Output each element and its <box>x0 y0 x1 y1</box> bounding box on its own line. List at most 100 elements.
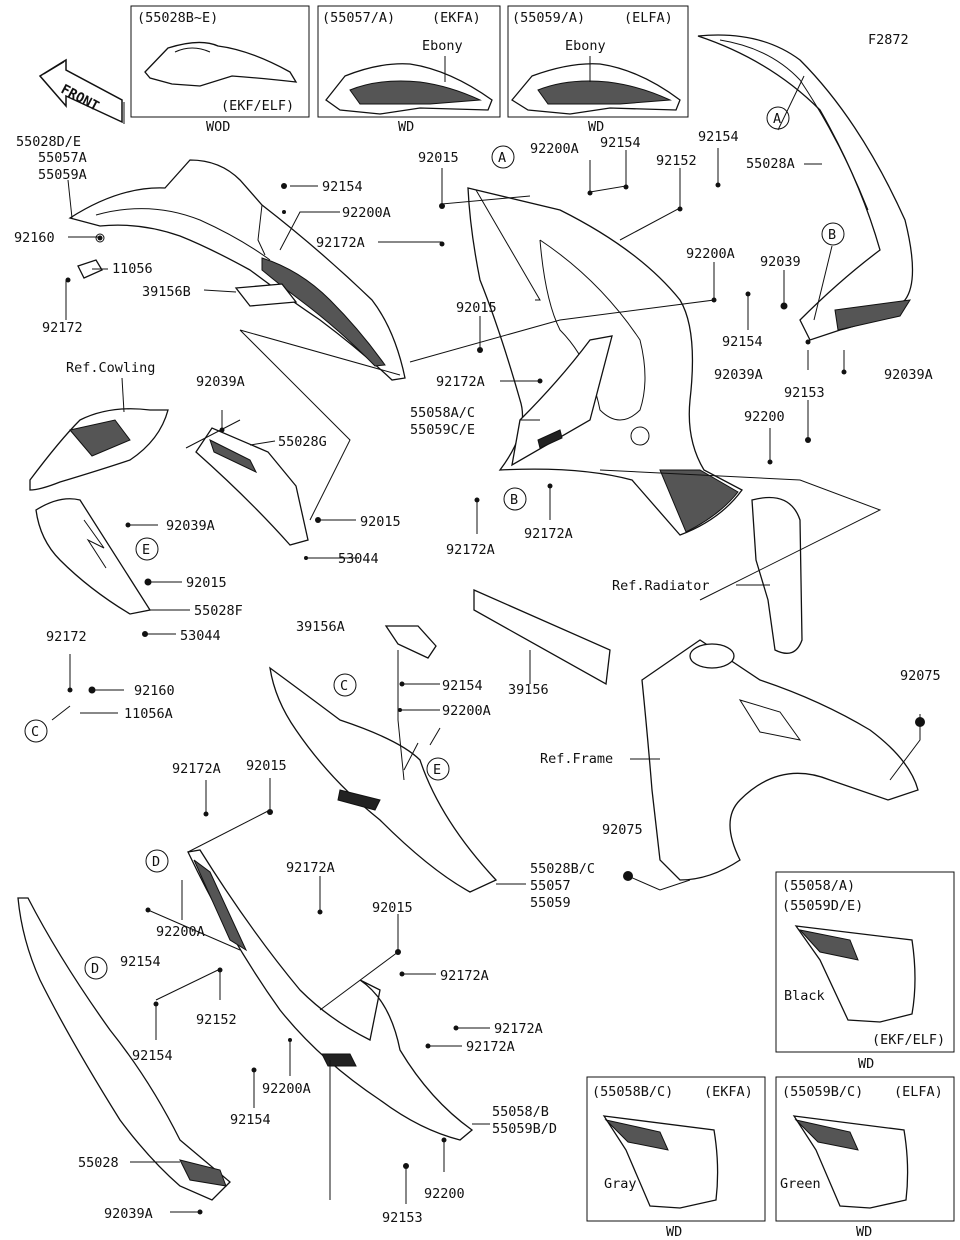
seal-strip-39156 <box>473 589 611 686</box>
part-number: 92200 <box>744 409 785 425</box>
part-number: 92015 <box>246 758 287 774</box>
seal-39156a <box>384 625 437 659</box>
part-number: 92160 <box>14 230 55 246</box>
callout-e-2: E <box>426 757 450 781</box>
part-number: 92172A <box>286 860 335 876</box>
part-number: 92200A <box>262 1081 311 1097</box>
part-number: 55059B/D <box>492 1121 557 1137</box>
svg-text:C: C <box>340 678 348 694</box>
part-number: 92153 <box>784 385 825 401</box>
leader-lines <box>51 75 921 1213</box>
part-number: 92160 <box>134 683 175 699</box>
seal-39156b <box>234 283 298 307</box>
callout-b-2: B <box>503 487 527 511</box>
variant-model: (EKFA) <box>704 1084 753 1100</box>
part-number: 55028A <box>746 156 795 172</box>
part-number: 92172A <box>172 761 221 777</box>
part-number: 92172A <box>446 542 495 558</box>
variant-codes: (55059/A) <box>512 10 585 26</box>
middle-cowl-part <box>467 187 743 536</box>
variant-codes: (55057/A) <box>322 10 395 26</box>
part-number: 92154 <box>600 135 641 151</box>
part-number: 55059A <box>38 167 87 183</box>
variant-box-ekfa: (55057/A) (EKFA) Ebony WD <box>317 5 501 135</box>
fastener-dots <box>65 182 925 1215</box>
part-number: 92075 <box>602 822 643 838</box>
part-number: 92200A <box>342 205 391 221</box>
part-number: 11056 <box>112 261 153 277</box>
svg-text:B: B <box>828 227 836 243</box>
callout-b-1: B <box>821 222 845 246</box>
part-number: 55058/B <box>492 1104 549 1120</box>
svg-text:E: E <box>433 762 441 778</box>
upper-cowl-thumbnail <box>144 41 298 87</box>
part-number: 92039 <box>760 254 801 270</box>
callout-a-1: A <box>491 145 515 169</box>
callout-d-1: D <box>145 849 169 873</box>
variant-color: Ebony <box>422 38 463 54</box>
svg-text:A: A <box>498 150 506 166</box>
callout-a-2: A <box>766 106 790 130</box>
variant-codes: (55059B/C) <box>782 1084 863 1100</box>
part-number: 92172A <box>316 235 365 251</box>
variant-caption: WD <box>398 119 414 135</box>
svg-text:A: A <box>773 111 781 127</box>
part-number: 92200A <box>530 141 579 157</box>
upper-cowl-part <box>68 159 406 381</box>
part-number: 92075 <box>900 668 941 684</box>
part-number: 53044 <box>338 551 379 567</box>
part-number: 55057 <box>530 878 571 894</box>
side-fairing-55028a <box>697 34 914 341</box>
part-number: 92172A <box>436 374 485 390</box>
part-number: 92039A <box>884 367 933 383</box>
svg-text:B: B <box>510 492 518 508</box>
part-number: 55028D/E <box>16 134 81 150</box>
part-number: 92172A <box>440 968 489 984</box>
variant-codes: (55058/A) <box>782 878 855 894</box>
part-number: 92015 <box>418 150 459 166</box>
callout-d-2: D <box>84 956 108 980</box>
part-number: 92154 <box>230 1112 271 1128</box>
part-number: 92172A <box>466 1039 515 1055</box>
part-number: 55059C/E <box>410 422 475 438</box>
part-number: 39156A <box>296 619 345 635</box>
part-number: 92172A <box>524 526 573 542</box>
ref-cowling-label: Ref.Cowling <box>66 360 155 376</box>
svg-text:D: D <box>152 854 160 870</box>
part-number: 92200A <box>442 703 491 719</box>
part-number: 55057A <box>38 150 87 166</box>
part-number: 55058A/C <box>410 405 475 421</box>
part-number: 92039A <box>166 518 215 534</box>
under-cowl-55028 <box>17 897 231 1201</box>
part-number: 92015 <box>372 900 413 916</box>
part-number: 92152 <box>656 153 697 169</box>
variant-caption: WD <box>856 1224 872 1240</box>
lower-fairing-55028bc <box>269 666 498 893</box>
part-number: 55059 <box>530 895 571 911</box>
front-arrow-icon: FRONT <box>38 58 125 124</box>
variant-sub: (EKF/ELF) <box>872 1032 945 1048</box>
ref-radiator-label: Ref.Radiator <box>612 578 710 594</box>
variant-codes: (55059D/E) <box>782 898 863 914</box>
variant-caption: WD <box>858 1056 874 1072</box>
svg-text:D: D <box>91 961 99 977</box>
part-number: 92015 <box>360 514 401 530</box>
callout-c-2: C <box>24 719 48 743</box>
part-number: 92015 <box>186 575 227 591</box>
variant-model: (ELFA) <box>624 10 673 26</box>
ref-frame-part <box>641 639 919 881</box>
variant-model: (ELFA) <box>894 1084 943 1100</box>
part-number: 92039A <box>714 367 763 383</box>
variant-caption: WD <box>588 119 604 135</box>
part-number: 92154 <box>698 129 739 145</box>
variant-color: Black <box>784 988 825 1004</box>
variant-codes: (55028B~E) <box>137 10 218 26</box>
inner-panel-55028g <box>195 427 309 546</box>
part-number: 92039A <box>104 1206 153 1222</box>
variant-caption: WOD <box>206 119 230 135</box>
part-number: 92200A <box>686 246 735 262</box>
part-number: 92200A <box>156 924 205 940</box>
part-number: 92172 <box>46 629 87 645</box>
